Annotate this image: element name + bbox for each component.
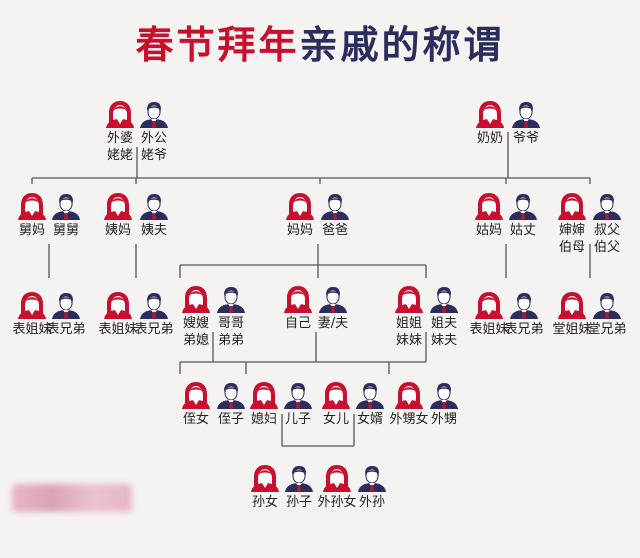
person-label-cousin-1-m: 表兄弟	[46, 322, 86, 337]
female-person-icon	[317, 381, 355, 409]
person-label-nephew-sister: 外甥	[430, 412, 458, 427]
person-label-daughter-in-law: 媳妇	[250, 412, 278, 427]
female-person-icon	[177, 381, 215, 409]
person-label-spouse: 妻/夫	[317, 316, 349, 331]
male-person-icon	[504, 192, 542, 220]
male-person-icon	[316, 192, 354, 220]
person-label-paternal-grandmother: 奶奶	[476, 131, 504, 146]
person-label-sister: 姐姐妹妹	[395, 316, 423, 348]
male-person-icon	[505, 291, 543, 319]
male-person-icon	[47, 192, 85, 220]
person-label-uncle-maternal: 舅舅	[52, 223, 80, 238]
person-label-mother: 妈妈	[286, 223, 314, 238]
title-part-navy: 亲戚的称谓	[299, 22, 505, 67]
person-label-father: 爸爸	[321, 223, 349, 238]
female-person-icon	[177, 285, 215, 313]
male-person-icon	[425, 285, 463, 313]
male-person-icon	[588, 192, 626, 220]
female-person-icon	[553, 291, 591, 319]
person-label-daughter: 女儿	[322, 412, 350, 427]
female-person-icon	[101, 100, 139, 128]
person-label-maternal-grandfather: 外公姥爷	[140, 131, 168, 163]
male-person-icon	[351, 381, 389, 409]
page-title: 春节拜年亲戚的称谓	[0, 22, 640, 68]
male-person-icon	[353, 464, 391, 492]
male-person-icon	[135, 192, 173, 220]
person-label-niece-brother: 侄女	[182, 412, 210, 427]
person-label-aunt-maternal: 姨妈	[104, 223, 132, 238]
person-label-cousin-4-m: 堂兄弟	[587, 322, 627, 337]
male-person-icon	[280, 464, 318, 492]
person-label-maternal-grandmother: 外婆姥姥	[106, 131, 134, 163]
male-person-icon	[212, 381, 250, 409]
person-label-son: 儿子	[284, 412, 312, 427]
female-person-icon	[13, 291, 51, 319]
female-person-icon	[553, 192, 591, 220]
person-label-uncle-paternal: 叔父伯父	[593, 223, 621, 255]
female-person-icon	[318, 464, 356, 492]
male-person-icon	[425, 381, 463, 409]
female-person-icon	[390, 381, 428, 409]
title-part-red: 春节拜年	[135, 22, 300, 67]
person-label-daughter-granddaughter: 外孙女	[317, 495, 357, 510]
person-label-aunt-paternal: 姑妈	[475, 223, 503, 238]
person-label-brother: 哥哥弟弟	[217, 316, 245, 348]
person-label-grandson: 孙子	[285, 495, 313, 510]
person-label-daughter-grandson: 外孙	[358, 495, 386, 510]
female-person-icon	[13, 192, 51, 220]
female-person-icon	[246, 464, 284, 492]
person-label-cousin-3-f: 表姐妹	[469, 322, 509, 337]
female-person-icon	[245, 381, 283, 409]
female-person-icon	[470, 291, 508, 319]
male-person-icon	[47, 291, 85, 319]
person-label-aunt-paternal-husband: 姑丈	[509, 223, 537, 238]
person-label-aunt-maternal-husband: 姨夫	[140, 223, 168, 238]
person-label-cousin-2-f: 表姐妹	[98, 322, 138, 337]
person-label-cousin-3-m: 表兄弟	[504, 322, 544, 337]
person-label-cousin-2-m: 表兄弟	[134, 322, 174, 337]
female-person-icon	[470, 192, 508, 220]
male-person-icon	[314, 285, 352, 313]
person-label-uncle-paternal-wife: 婶婶伯母	[558, 223, 586, 255]
person-label-cousin-4-f: 堂姐妹	[552, 322, 592, 337]
male-person-icon	[135, 100, 173, 128]
male-person-icon	[212, 285, 250, 313]
person-label-niece-sister: 外甥女	[389, 412, 429, 427]
female-person-icon	[471, 100, 509, 128]
male-person-icon	[279, 381, 317, 409]
person-label-granddaughter: 孙女	[251, 495, 279, 510]
female-person-icon	[281, 192, 319, 220]
person-label-self: 自己	[284, 316, 312, 331]
person-label-cousin-1-f: 表姐妹	[12, 322, 52, 337]
person-label-son-in-law: 女婿	[356, 412, 384, 427]
person-label-uncle-maternal-wife: 舅妈	[18, 223, 46, 238]
female-person-icon	[279, 285, 317, 313]
female-person-icon	[99, 192, 137, 220]
blurred-watermark	[12, 484, 132, 512]
female-person-icon	[99, 291, 137, 319]
male-person-icon	[507, 100, 545, 128]
male-person-icon	[135, 291, 173, 319]
male-person-icon	[588, 291, 626, 319]
person-label-nephew-brother: 侄子	[217, 412, 245, 427]
person-label-paternal-grandfather: 爷爷	[512, 131, 540, 146]
person-label-brother-in-law: 姐夫妹夫	[430, 316, 458, 348]
person-label-sister-in-law: 嫂嫂弟媳	[182, 316, 210, 348]
female-person-icon	[390, 285, 428, 313]
